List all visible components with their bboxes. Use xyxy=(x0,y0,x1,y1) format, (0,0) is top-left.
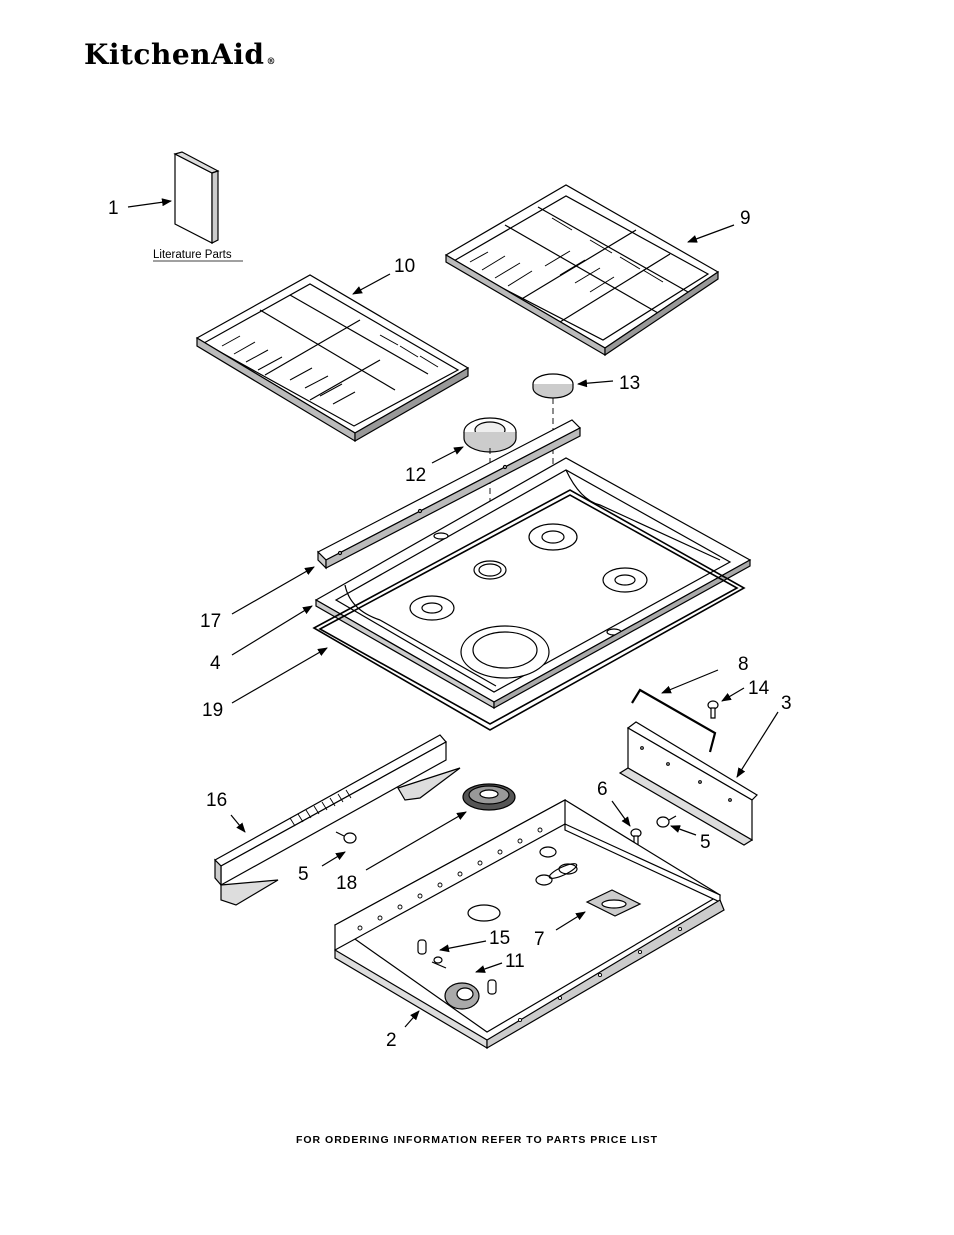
ignition-bracket xyxy=(587,890,640,916)
leader-5-left xyxy=(321,851,346,867)
callout-5-left: 5 xyxy=(298,864,309,885)
leader-5-right xyxy=(670,825,697,836)
leader-15 xyxy=(439,940,487,953)
leader-19 xyxy=(231,647,328,704)
leader-2 xyxy=(404,1010,420,1028)
callout-14: 14 xyxy=(748,678,770,699)
callout-numbers: 1 9 10 13 12 17 4 19 8 14 3 6 16 5 5 18 … xyxy=(108,198,792,1051)
literature-booklet xyxy=(175,152,218,243)
leader-13 xyxy=(577,379,614,388)
leader-14 xyxy=(721,687,745,702)
ordering-footer: FOR ORDERING INFORMATION REFER TO PARTS … xyxy=(295,1134,659,1146)
leader-1 xyxy=(127,198,172,208)
valve-orifice xyxy=(432,957,479,1009)
burner-cap xyxy=(533,374,573,398)
screw-right xyxy=(657,816,676,827)
screw-6 xyxy=(631,829,641,846)
logo-text: KitchenAid xyxy=(84,38,265,71)
screw-left xyxy=(336,832,356,843)
callout-18: 18 xyxy=(336,873,357,894)
rear-panel xyxy=(620,722,757,845)
screw-14 xyxy=(708,701,718,718)
right-burner-grate xyxy=(446,185,718,355)
leader-9 xyxy=(687,224,735,243)
callout-13: 13 xyxy=(619,373,640,394)
leader-12 xyxy=(431,446,464,464)
callout-10: 10 xyxy=(394,256,415,277)
leader-4 xyxy=(231,605,313,656)
leader-18 xyxy=(365,811,467,871)
burner-base xyxy=(463,784,515,810)
cooktop-gasket xyxy=(314,490,744,730)
cooktop-panel xyxy=(316,458,750,708)
callout-1: 1 xyxy=(108,198,119,219)
callout-16: 16 xyxy=(206,790,227,811)
callout-19: 19 xyxy=(202,700,223,721)
callout-7: 7 xyxy=(534,929,545,950)
leader-6 xyxy=(611,800,631,827)
leader-7 xyxy=(555,911,586,931)
callout-17: 17 xyxy=(200,611,221,632)
spark-electrode-right xyxy=(488,980,496,994)
burner-ring xyxy=(464,418,516,452)
callout-6: 6 xyxy=(597,779,608,800)
callout-11: 11 xyxy=(505,951,525,972)
leader-8 xyxy=(661,669,719,694)
rear-trim-strip xyxy=(318,420,580,568)
callout-12: 12 xyxy=(405,465,426,486)
leader-lines xyxy=(127,198,779,1028)
callout-4: 4 xyxy=(210,653,221,674)
side-rail xyxy=(215,735,460,905)
leader-11 xyxy=(475,962,503,973)
registered-mark: ® xyxy=(266,57,276,67)
leader-10 xyxy=(352,273,391,295)
callout-2: 2 xyxy=(386,1030,397,1051)
leader-17 xyxy=(231,566,315,615)
callout-9: 9 xyxy=(740,208,751,229)
leader-16 xyxy=(230,814,246,833)
callout-15: 15 xyxy=(489,928,510,949)
literature-parts-label: Literature Parts xyxy=(153,249,232,261)
mounting-bracket xyxy=(632,690,715,752)
leader-3 xyxy=(736,711,779,778)
burner-box xyxy=(335,800,724,1048)
callout-3: 3 xyxy=(781,693,792,714)
kitchenaid-logo: KitchenAid® xyxy=(84,38,276,71)
callout-5-right: 5 xyxy=(700,832,711,853)
left-burner-grate xyxy=(197,275,468,441)
callout-8: 8 xyxy=(738,654,749,675)
spark-electrode xyxy=(418,940,426,954)
